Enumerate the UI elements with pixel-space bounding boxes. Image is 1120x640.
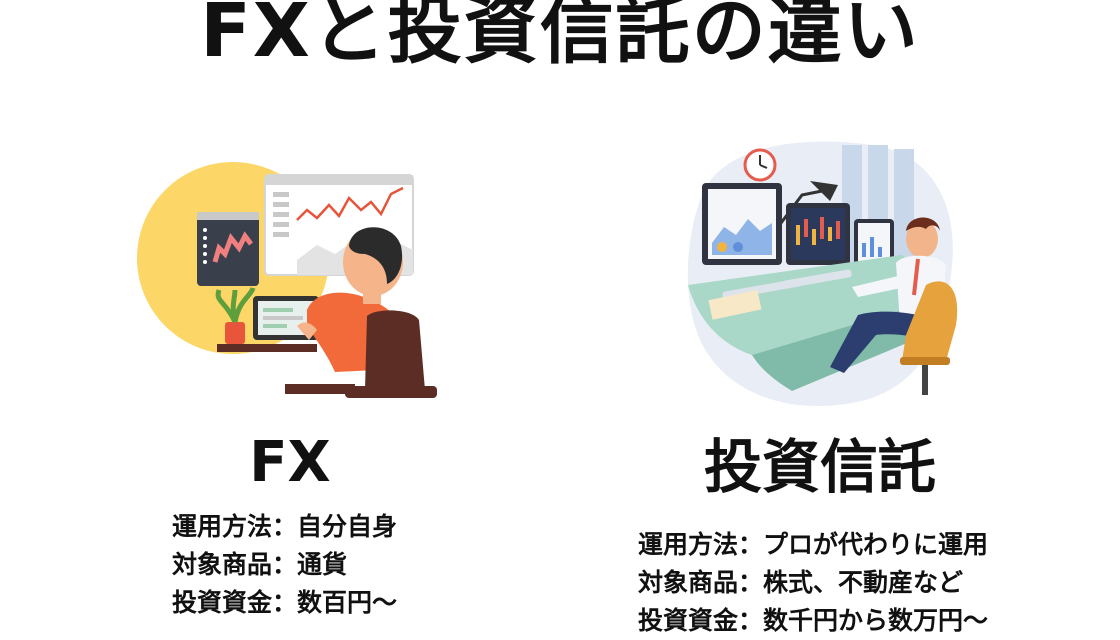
list-item: 対象商品：通貨: [172, 546, 397, 584]
row-value: プロが代わりに運用: [763, 530, 989, 559]
row-label: 対象商品: [172, 550, 273, 579]
row-label: 投資資金: [172, 588, 273, 617]
row-label: 投資資金: [638, 606, 739, 635]
row-separator: ：: [738, 606, 764, 635]
row-label: 対象商品: [638, 568, 739, 597]
list-item: 運用方法：自分自身: [172, 508, 397, 546]
page-title: FXと投資信託の違い: [200, 0, 920, 74]
row-separator: ：: [272, 588, 298, 617]
row-separator: ：: [738, 530, 764, 559]
investment-trust-heading: 投資信託: [703, 433, 936, 501]
list-item: 投資資金：数百円〜: [172, 584, 397, 622]
list-item: 運用方法：プロが代わりに運用: [638, 526, 988, 564]
investment-trust-info-list: 運用方法：プロが代わりに運用 対象商品：株式、不動産など 投資資金：数千円から数…: [638, 526, 988, 640]
list-item: 投資資金：数千円から数万円〜: [638, 602, 988, 640]
row-label: 運用方法: [638, 530, 739, 559]
fx-info-list: 運用方法：自分自身 対象商品：通貨 投資資金：数百円〜: [172, 508, 397, 622]
row-value: 株式、不動産など: [763, 568, 964, 597]
professional-at-monitors-illustration: [687, 141, 958, 407]
row-value: 数百円〜: [297, 588, 398, 617]
row-value: 自分自身: [297, 512, 398, 541]
row-label: 運用方法: [172, 512, 273, 541]
row-value: 通貨: [297, 550, 348, 579]
row-separator: ：: [272, 512, 298, 541]
list-item: 対象商品：株式、不動産など: [638, 564, 988, 602]
row-value: 数千円から数万円〜: [763, 606, 989, 635]
trader-at-laptop-illustration: [137, 162, 437, 398]
row-separator: ：: [738, 568, 764, 597]
row-separator: ：: [272, 550, 298, 579]
fx-heading: FX: [249, 430, 331, 495]
